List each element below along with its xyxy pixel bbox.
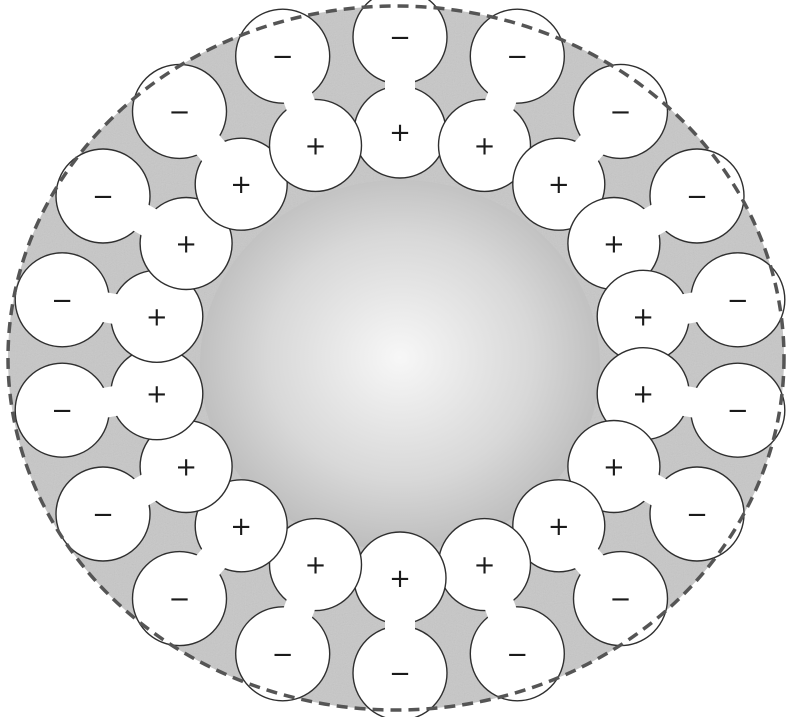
dipole-neck: [667, 304, 714, 312]
positive-sign: +: [305, 131, 327, 161]
dipole-neck: [86, 398, 133, 406]
dipole-neck: [493, 79, 509, 124]
dipole-neck: [635, 208, 677, 232]
dipole-neck: [291, 79, 307, 124]
dipole-neck: [493, 587, 509, 632]
dipole-neck: [635, 478, 677, 502]
dipole-neck: [124, 478, 166, 502]
positive-sign: +: [603, 230, 625, 260]
positive-sign: +: [230, 170, 252, 200]
dipole-neck: [124, 208, 166, 232]
dipole-neck: [86, 304, 133, 312]
negative-sign: −: [727, 396, 749, 426]
positive-sign: +: [146, 302, 168, 332]
negative-sign: −: [686, 182, 708, 212]
positive-sign: +: [548, 512, 570, 542]
dipole-neck: [667, 398, 714, 406]
positive-sign: +: [146, 380, 168, 410]
positive-sign: +: [632, 302, 654, 332]
dipole-neck: [291, 587, 307, 632]
negative-sign: −: [506, 640, 528, 670]
negative-sign: −: [389, 23, 411, 53]
negative-sign: −: [92, 182, 114, 212]
negative-sign: −: [51, 286, 73, 316]
positive-sign: +: [175, 453, 197, 483]
positive-sign: +: [230, 512, 252, 542]
positive-sign: +: [548, 170, 570, 200]
negative-sign: −: [610, 585, 632, 615]
positive-sign: +: [603, 453, 625, 483]
positive-sign: +: [389, 564, 411, 594]
positive-sign: +: [474, 131, 496, 161]
negative-sign: −: [686, 500, 708, 530]
positive-sign: +: [632, 380, 654, 410]
negative-sign: −: [51, 396, 73, 426]
positive-sign: +: [305, 551, 327, 581]
positive-sign: +: [389, 118, 411, 148]
negative-sign: −: [272, 640, 294, 670]
positive-sign: +: [175, 230, 197, 260]
negative-sign: −: [169, 585, 191, 615]
negative-sign: −: [727, 286, 749, 316]
negative-sign: −: [506, 42, 528, 72]
negative-sign: −: [272, 42, 294, 72]
positive-sign: +: [474, 551, 496, 581]
negative-sign: −: [92, 500, 114, 530]
negative-sign: −: [169, 97, 191, 127]
negative-sign: −: [389, 659, 411, 689]
negative-sign: −: [610, 97, 632, 127]
